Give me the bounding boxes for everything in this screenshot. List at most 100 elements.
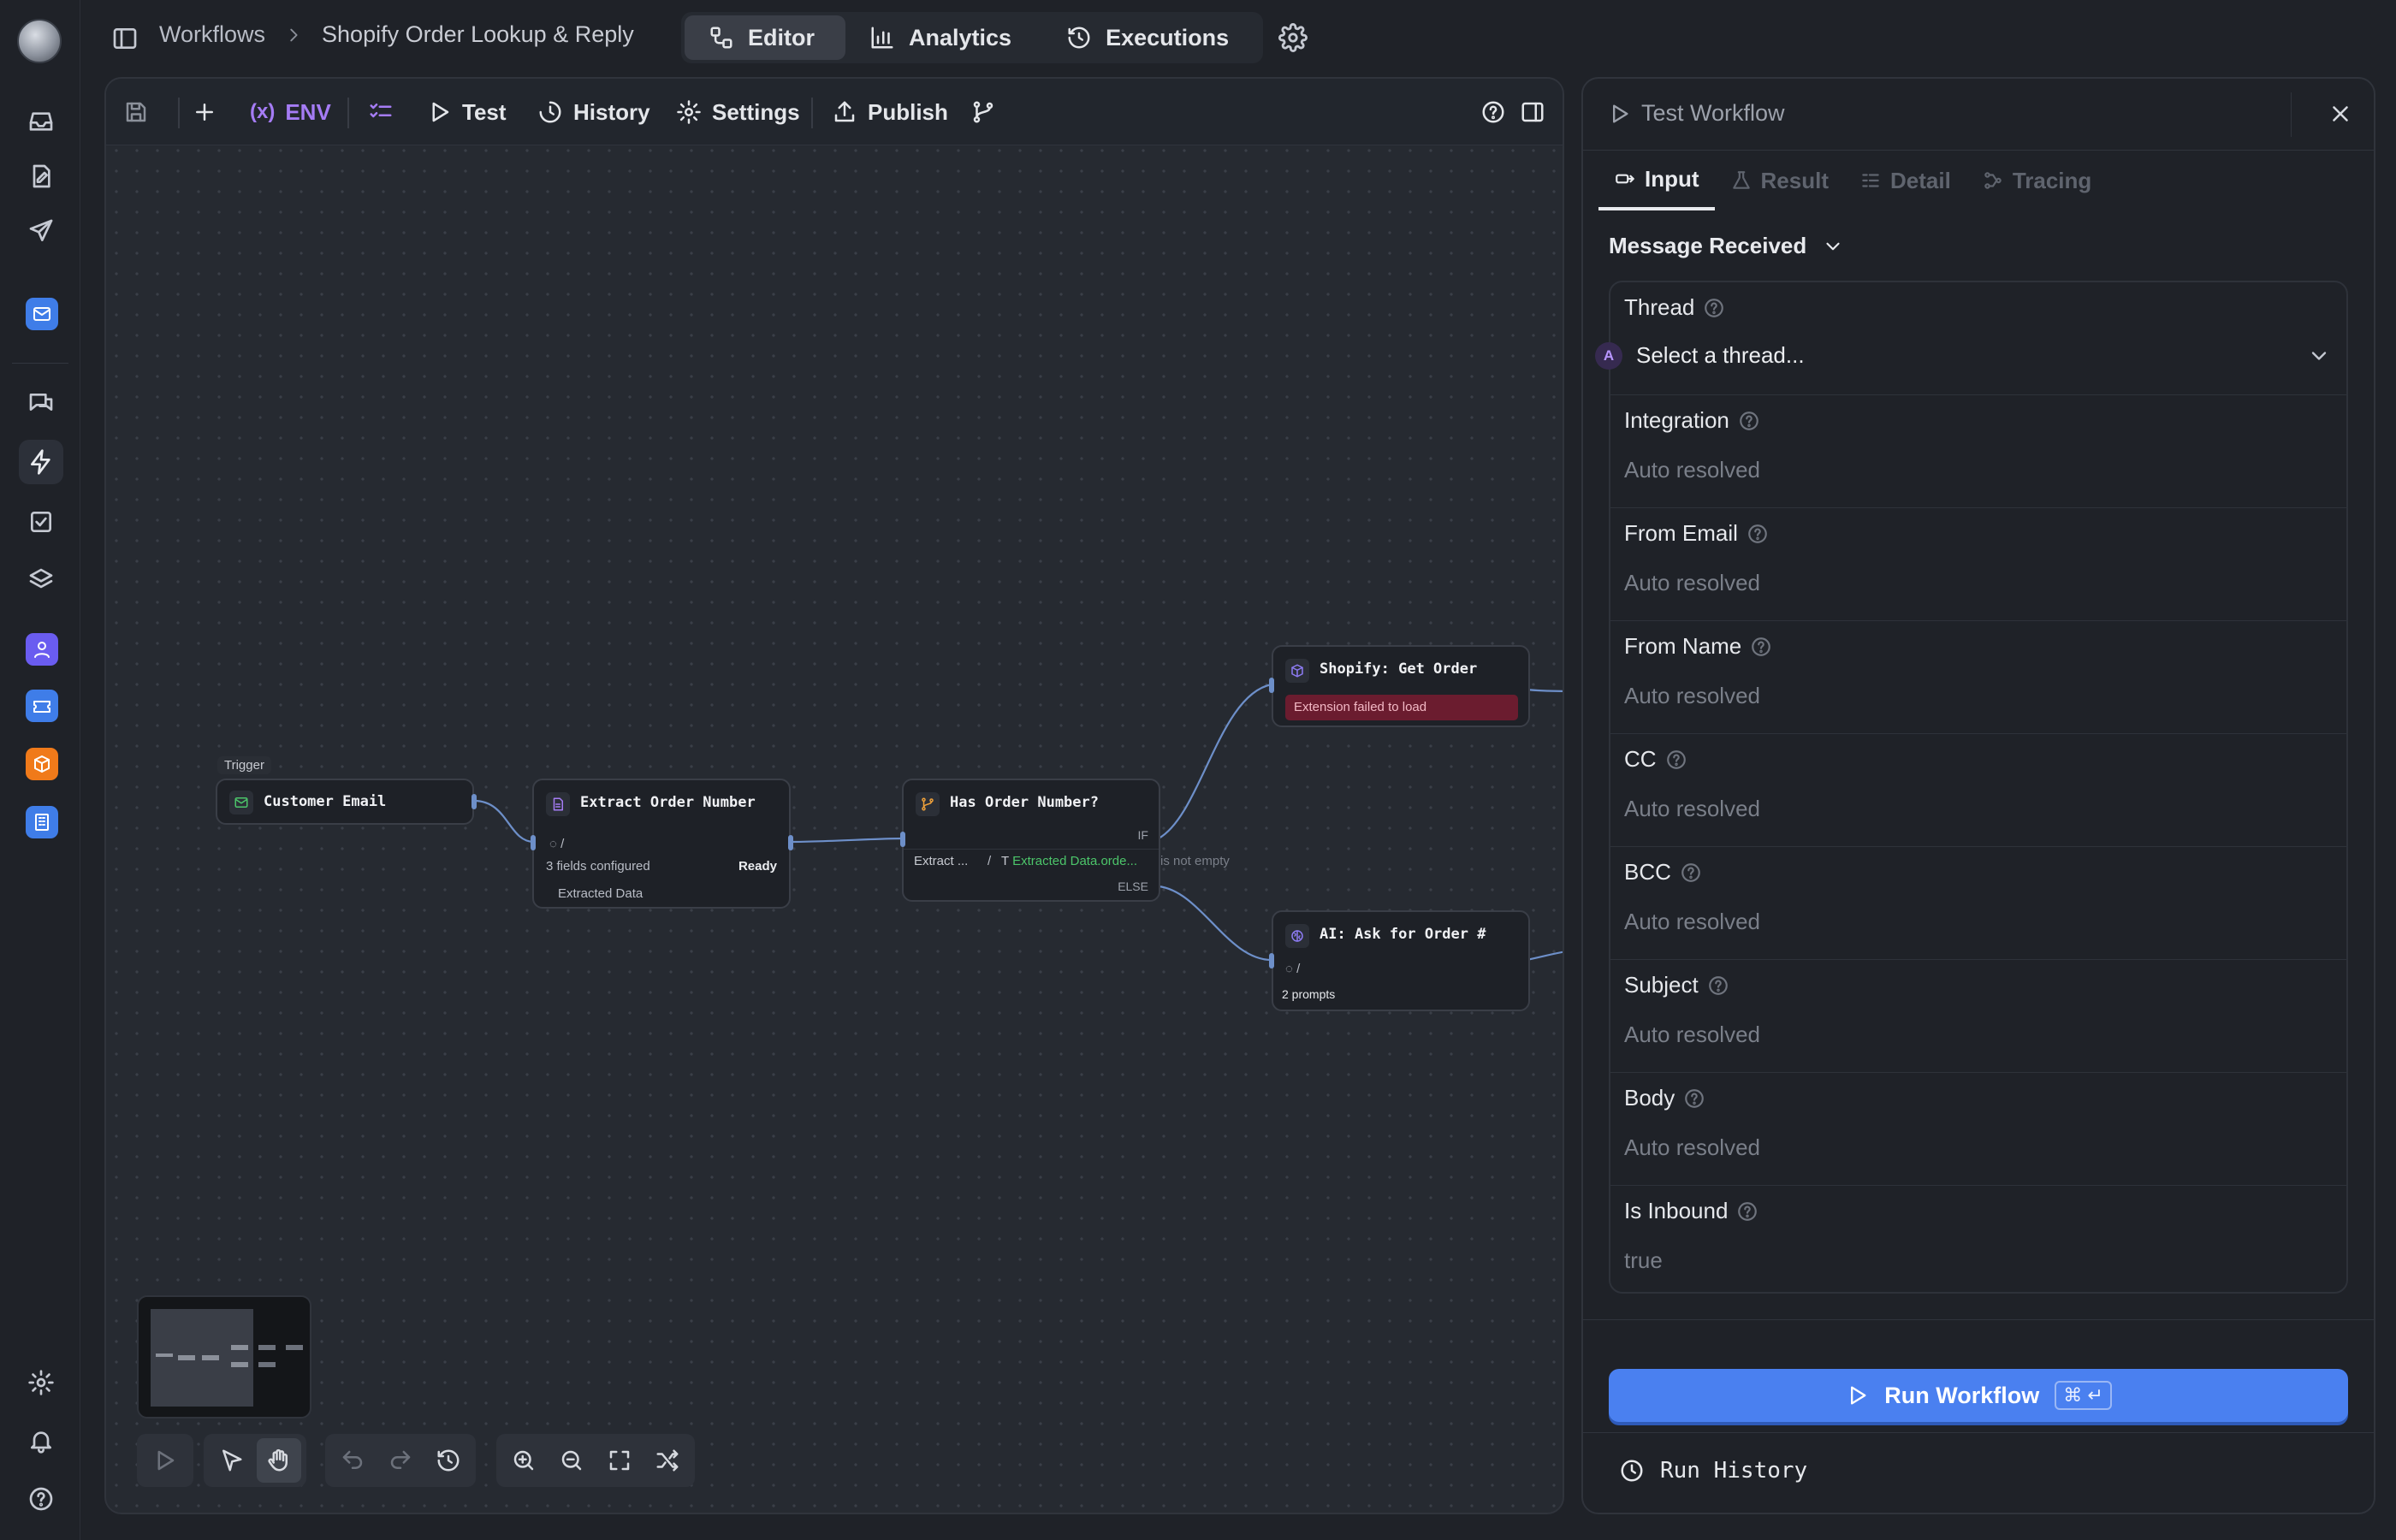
help-circle-icon[interactable] bbox=[1665, 749, 1687, 771]
add-node-icon[interactable] bbox=[192, 91, 217, 133]
mail-app-icon[interactable] bbox=[26, 298, 58, 330]
notifications-bell-icon[interactable] bbox=[19, 1419, 63, 1463]
gear-icon bbox=[676, 99, 702, 125]
inbox-icon[interactable] bbox=[19, 99, 63, 144]
settings-gear-icon[interactable] bbox=[19, 1360, 63, 1405]
help-icon[interactable] bbox=[1480, 91, 1506, 133]
zoom-out-icon[interactable] bbox=[549, 1438, 594, 1483]
node-handle[interactable] bbox=[471, 794, 477, 809]
toolbar-divider bbox=[347, 98, 349, 128]
run-history-button[interactable]: Run History bbox=[1619, 1458, 1807, 1484]
field-cc-label-row: CC bbox=[1624, 746, 1687, 773]
help-circle-icon[interactable] bbox=[1680, 862, 1702, 884]
help-circle-icon[interactable] bbox=[1703, 297, 1725, 319]
input-icon bbox=[1614, 168, 1636, 190]
field-body[interactable]: Body Auto resolved bbox=[1610, 1073, 2346, 1186]
rail-divider bbox=[12, 363, 68, 364]
text-type-icon: T bbox=[1001, 854, 1009, 868]
chat-icon[interactable] bbox=[19, 382, 63, 426]
node-extract-order-number[interactable]: Extract Order Number ◌ / 3 fields config… bbox=[532, 779, 791, 909]
tab-result[interactable]: Result bbox=[1715, 151, 1844, 210]
help-circle-icon[interactable] bbox=[1747, 523, 1769, 545]
company-app-icon[interactable] bbox=[26, 806, 58, 838]
edges-layer bbox=[473, 683, 1563, 962]
settings-button[interactable]: Settings bbox=[676, 91, 800, 133]
breadcrumb-workflows[interactable]: Workflows bbox=[159, 21, 266, 47]
run-workflow-label: Run Workflow bbox=[1884, 1382, 2040, 1408]
node-handle[interactable] bbox=[788, 835, 793, 850]
tab-editor[interactable]: Editor bbox=[685, 15, 845, 60]
fit-view-icon[interactable] bbox=[597, 1438, 642, 1483]
layers-icon[interactable] bbox=[19, 558, 63, 602]
node-handle[interactable] bbox=[900, 832, 905, 847]
help-circle-icon[interactable] bbox=[1683, 1087, 1705, 1110]
test-button[interactable]: Test bbox=[426, 91, 507, 133]
send-icon[interactable] bbox=[19, 209, 63, 253]
zoom-control-group bbox=[496, 1434, 695, 1487]
hand-pan-icon[interactable] bbox=[257, 1438, 301, 1483]
node-ai-ask-order[interactable]: AI: Ask for Order # ◌ / 2 prompts bbox=[1272, 910, 1530, 1011]
contacts-app-icon[interactable] bbox=[26, 633, 58, 666]
version-history-icon[interactable] bbox=[426, 1438, 471, 1483]
tab-tracing[interactable]: Tracing bbox=[1966, 151, 2107, 210]
node-cond-left: Extract ... bbox=[914, 854, 969, 868]
field-subject[interactable]: Subject Auto resolved bbox=[1610, 960, 2346, 1073]
breadcrumb: Workflows Shopify Order Lookup & Reply bbox=[159, 21, 634, 48]
help-circle-icon[interactable] bbox=[1707, 974, 1729, 997]
tab-editor-label: Editor bbox=[748, 24, 815, 50]
breadcrumb-current[interactable]: Shopify Order Lookup & Reply bbox=[322, 21, 634, 47]
ai-brain-icon bbox=[1285, 924, 1309, 948]
user-avatar[interactable] bbox=[17, 19, 62, 63]
save-icon[interactable] bbox=[123, 91, 149, 133]
drafts-icon[interactable] bbox=[19, 154, 63, 198]
minimap[interactable] bbox=[137, 1295, 311, 1419]
node-customer-email[interactable]: Customer Email bbox=[216, 779, 474, 825]
close-icon[interactable] bbox=[2328, 101, 2353, 127]
undo-icon[interactable] bbox=[330, 1438, 375, 1483]
field-from-name[interactable]: From Name Auto resolved bbox=[1610, 621, 2346, 734]
trigger-type-select[interactable]: Message Received bbox=[1609, 233, 1844, 259]
tab-input[interactable]: Input bbox=[1598, 151, 1715, 210]
tasks-icon[interactable] bbox=[19, 500, 63, 544]
field-bcc-value: Auto resolved bbox=[1624, 909, 1760, 934]
sidebar-toggle-icon[interactable] bbox=[111, 25, 139, 52]
field-cc[interactable]: CC Auto resolved bbox=[1610, 734, 2346, 847]
help-circle-icon[interactable] bbox=[1750, 636, 1772, 658]
field-is-inbound[interactable]: Is Inbound true bbox=[1610, 1186, 2346, 1299]
node-handle[interactable] bbox=[1269, 953, 1274, 968]
node-has-order-number[interactable]: Has Order Number? IF Extract ... / T Ext… bbox=[902, 779, 1160, 902]
play-icon[interactable] bbox=[142, 1438, 187, 1483]
tab-detail[interactable]: Detail bbox=[1844, 151, 1966, 210]
panel-header: Test Workflow bbox=[1583, 79, 2374, 151]
env-button[interactable]: (x) ENV bbox=[250, 91, 331, 133]
edge-extract-condition bbox=[788, 837, 904, 844]
help-circle-icon[interactable] bbox=[1738, 410, 1760, 432]
field-from-email-label: From Email bbox=[1624, 520, 1738, 546]
checklist-icon[interactable] bbox=[368, 91, 394, 133]
redo-icon[interactable] bbox=[378, 1438, 423, 1483]
orders-box-app-icon[interactable] bbox=[26, 748, 58, 780]
run-workflow-button[interactable]: Run Workflow ⌘ ↵ bbox=[1609, 1369, 2348, 1422]
field-bcc[interactable]: BCC Auto resolved bbox=[1610, 847, 2346, 960]
auto-layout-shuffle-icon[interactable] bbox=[645, 1438, 690, 1483]
help-circle-icon[interactable] bbox=[1736, 1200, 1758, 1223]
tab-executions[interactable]: Executions bbox=[1042, 15, 1260, 60]
node-handle[interactable] bbox=[1269, 678, 1274, 693]
thread-select[interactable]: A Select a thread... bbox=[1595, 330, 2346, 382]
workflow-settings-gear-icon[interactable] bbox=[1278, 23, 1308, 52]
help-circle-icon[interactable] bbox=[19, 1477, 63, 1521]
history-button[interactable]: History bbox=[537, 91, 650, 133]
zoom-in-icon[interactable] bbox=[501, 1438, 546, 1483]
pointer-icon[interactable] bbox=[209, 1438, 253, 1483]
branch-icon[interactable] bbox=[970, 91, 996, 133]
field-from-email[interactable]: From Email Auto resolved bbox=[1610, 508, 2346, 621]
tickets-app-icon[interactable] bbox=[26, 690, 58, 722]
workflows-bolt-icon[interactable] bbox=[19, 440, 63, 484]
toggle-panel-icon[interactable] bbox=[1520, 91, 1545, 133]
workflow-canvas[interactable]: (x) ENV Test History Settings Publish bbox=[104, 77, 1564, 1514]
node-handle[interactable] bbox=[531, 835, 536, 850]
publish-button[interactable]: Publish bbox=[832, 91, 948, 133]
field-integration[interactable]: Integration Auto resolved bbox=[1610, 395, 2346, 508]
tab-analytics[interactable]: Analytics bbox=[845, 15, 1042, 60]
node-shopify-get-order[interactable]: Shopify: Get Order Extension failed to l… bbox=[1272, 645, 1530, 727]
